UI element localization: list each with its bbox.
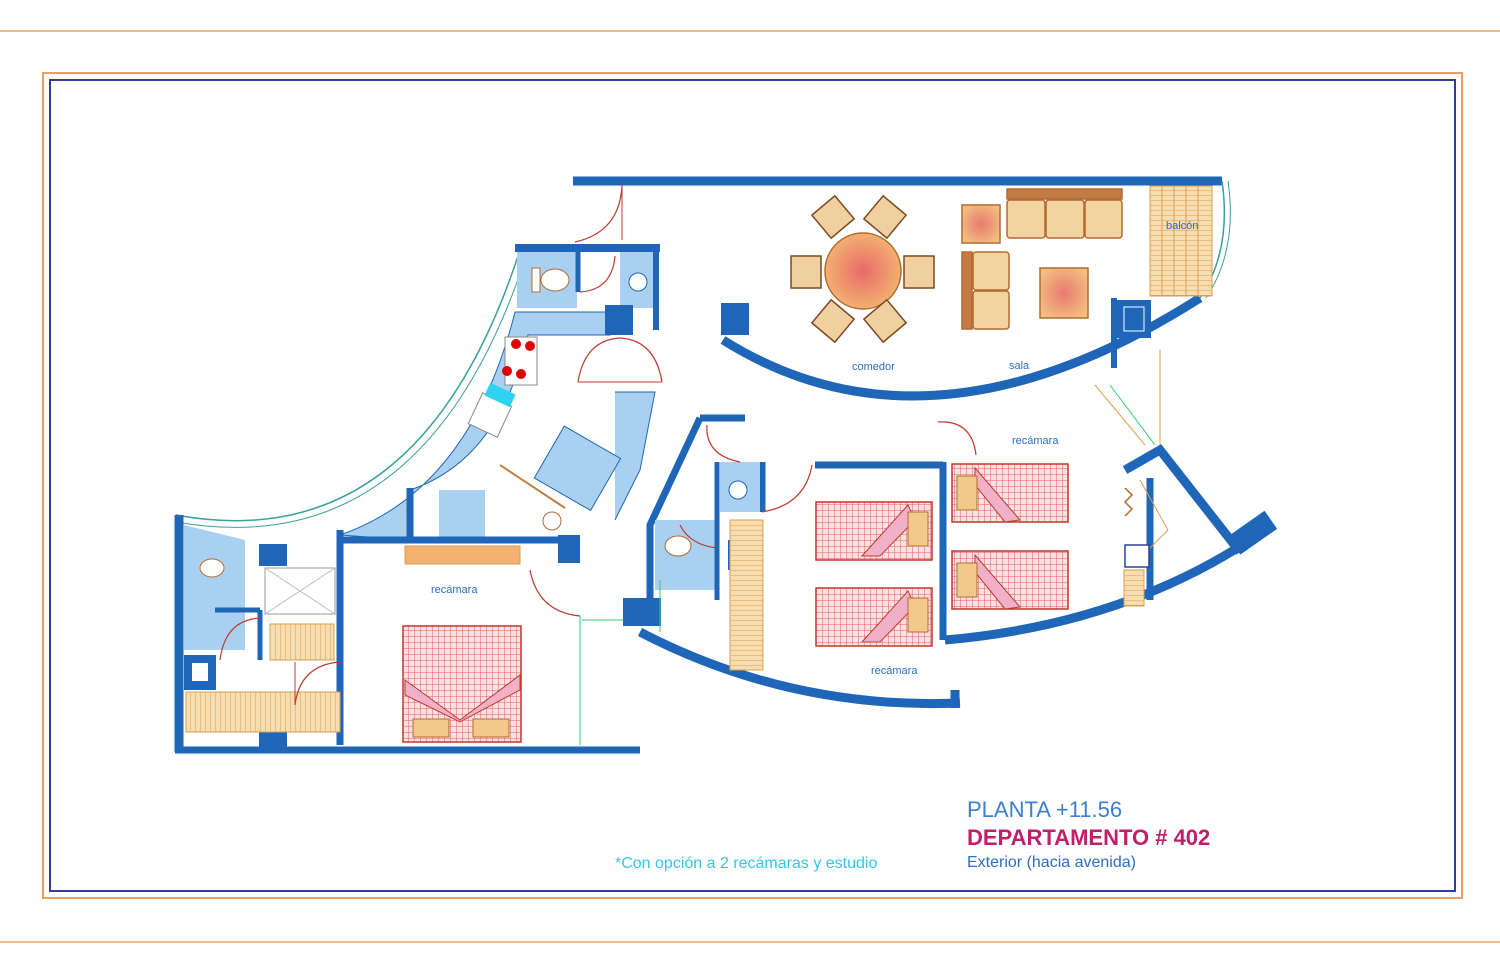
closet-center xyxy=(729,519,764,671)
twin-bed-3 xyxy=(951,463,1069,523)
balcon-label: balcón xyxy=(1166,220,1198,232)
recamara-master-label: recámara xyxy=(431,584,478,596)
twin-bed-2 xyxy=(815,587,933,647)
toilet-icon-master xyxy=(199,558,225,578)
comedor-label: comedor xyxy=(852,361,895,373)
recamara-right-label: recámara xyxy=(1012,435,1059,447)
shower-drain-icon xyxy=(628,272,648,292)
twin-bed-4 xyxy=(951,550,1069,610)
stove-burners xyxy=(502,336,538,386)
living-dining-area: balcón co xyxy=(573,176,1231,401)
recamara-center-label: recámara xyxy=(871,665,918,677)
title-block: PLANTA +11.56 DEPARTAMENTO # 402 Exterio… xyxy=(967,797,1210,871)
balcony-deck xyxy=(1149,185,1213,297)
washer-icon xyxy=(542,511,562,531)
sala-label: sala xyxy=(1009,360,1030,372)
kitchen-area xyxy=(175,244,663,563)
right-bedroom: recámara xyxy=(937,350,1278,645)
shower-drain-icon-center xyxy=(728,480,748,500)
dining-table xyxy=(790,194,935,344)
kitchen-sink xyxy=(467,382,516,438)
center-bedroom: recámara xyxy=(623,414,961,709)
master-suite: recámara xyxy=(174,515,640,754)
option-note: *Con opción a 2 recámaras y estudio xyxy=(615,855,877,872)
king-bed xyxy=(402,625,522,743)
departamento-title: DEPARTAMENTO # 402 xyxy=(967,825,1210,850)
toilet-icon-center xyxy=(664,535,692,557)
ubicacion-subtitle: Exterior (hacia avenida) xyxy=(967,854,1136,871)
toilet-icon xyxy=(540,268,570,292)
twin-bed-1 xyxy=(815,501,933,561)
closet-master xyxy=(185,691,341,733)
drawing-frame xyxy=(0,30,1500,943)
living-sofas xyxy=(961,188,1123,330)
planta-title: PLANTA +11.56 xyxy=(967,797,1122,822)
